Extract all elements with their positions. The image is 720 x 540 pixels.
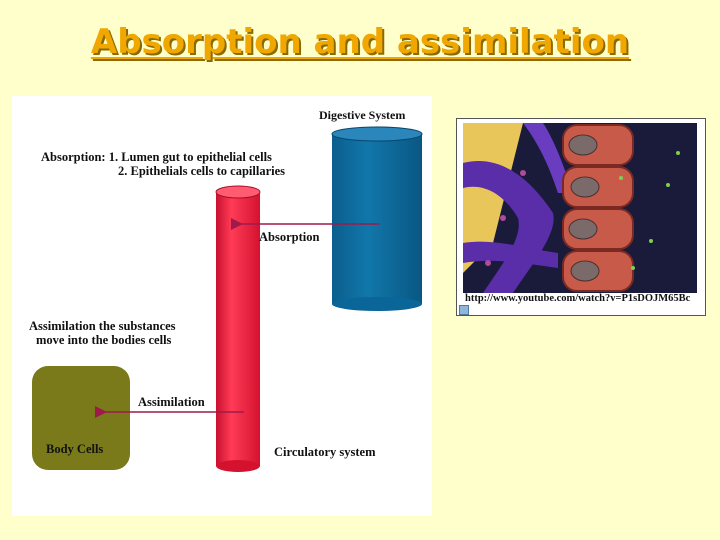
video-url-caption[interactable]: http://www.youtube.com/watch?v=P1sDOJM65…: [465, 293, 691, 304]
body-cells-label: Body Cells: [46, 442, 104, 456]
absorption-arrow-label: Absorption: [259, 230, 320, 244]
embed-object-icon: [459, 305, 469, 315]
digestive-system-label: Digestive System: [319, 108, 406, 122]
body-cells-box: [32, 366, 130, 470]
video-thumbnail[interactable]: http://www.youtube.com/watch?v=P1sDOJM65…: [456, 118, 706, 316]
assimilation-arrow-label: Assimilation: [138, 395, 205, 409]
diagram-graphics: [32, 126, 423, 472]
diagram-panel: Digestive System Absorption: 1. Lumen gu…: [12, 96, 432, 516]
assimilation-definition-line2: move into the bodies cells: [36, 333, 172, 347]
circulatory-tube: [215, 185, 261, 472]
circulatory-system-label: Circulatory system: [274, 445, 376, 459]
absorption-definition-line1: Absorption: 1. Lumen gut to epithelial c…: [41, 150, 272, 164]
absorption-definition-line2: 2. Epithelials cells to capillaries: [118, 164, 286, 178]
digestive-tube: [331, 126, 423, 311]
slide-title: Absorption and assimilation: [90, 22, 630, 62]
assimilation-definition-line1: Assimilation the substances: [29, 319, 176, 333]
intestinal-cells-illustration: [463, 123, 697, 293]
